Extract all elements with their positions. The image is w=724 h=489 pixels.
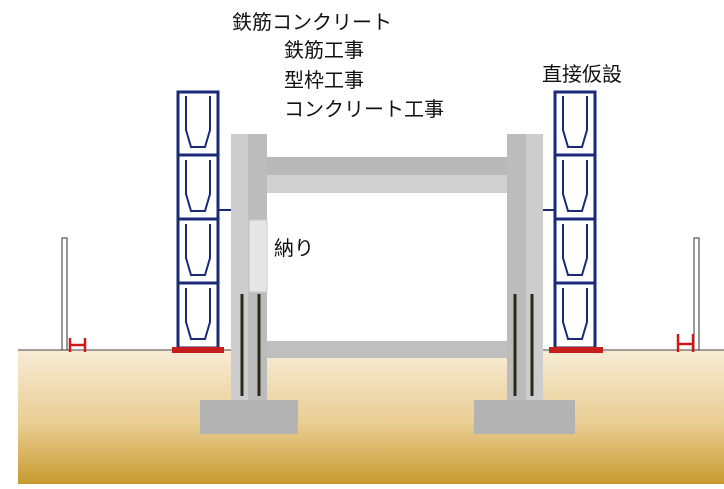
upper-beam bbox=[267, 157, 507, 193]
finish-panel bbox=[248, 219, 268, 293]
label-finish: 納り bbox=[274, 236, 314, 260]
scaffold-left bbox=[172, 90, 231, 353]
column-right bbox=[507, 134, 543, 400]
label-rc-title: 鉄筋コンクリート bbox=[232, 10, 392, 34]
label-rebar-work: 鉄筋工事 bbox=[284, 38, 364, 62]
label-direct-temporary: 直接仮設 bbox=[542, 62, 622, 86]
footing-left bbox=[200, 400, 298, 434]
rebar-right bbox=[513, 294, 534, 396]
scaffold-right-base-plate bbox=[549, 347, 603, 353]
rebar-left bbox=[240, 294, 261, 396]
scaffold-left-base-plate bbox=[172, 347, 224, 353]
label-formwork: 型枠工事 bbox=[284, 68, 364, 92]
left-guard-post bbox=[61, 237, 87, 352]
ground-soil bbox=[18, 350, 724, 484]
footing-right bbox=[474, 400, 575, 434]
scaffold-right bbox=[543, 90, 603, 353]
label-concrete-work: コンクリート工事 bbox=[284, 97, 444, 121]
right-guard-post bbox=[676, 237, 700, 352]
lower-beam bbox=[267, 341, 507, 358]
